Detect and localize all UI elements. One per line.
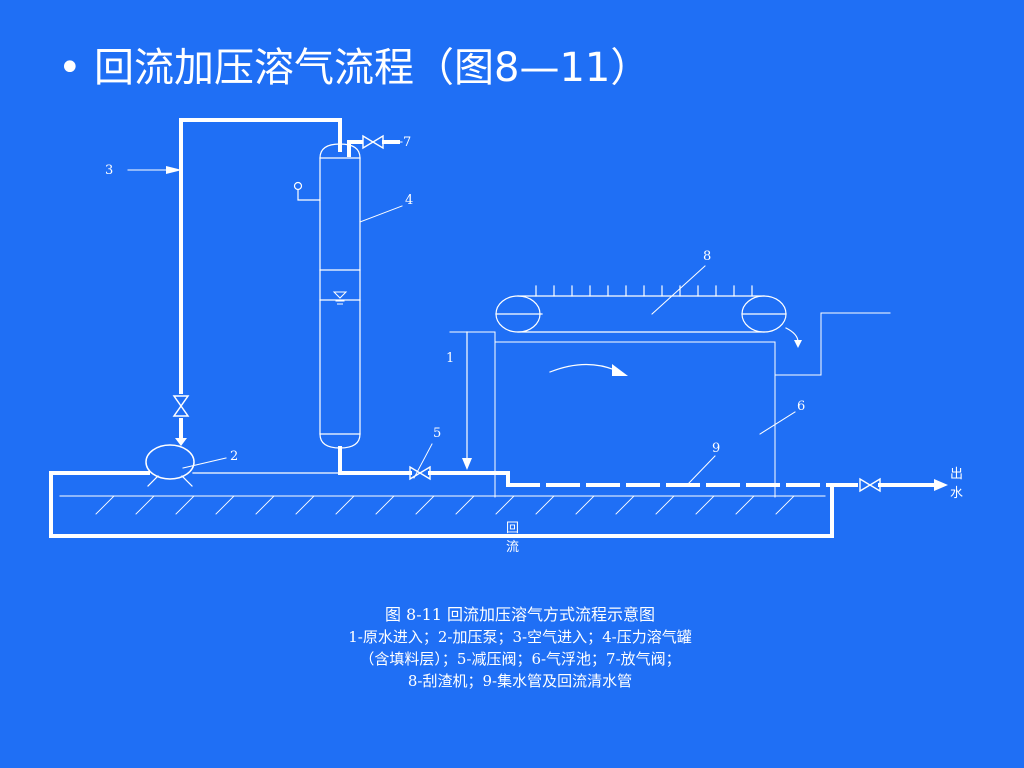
riser-pipe [179, 118, 342, 440]
scraper [495, 285, 802, 348]
outlet-label-2: 水 [950, 486, 963, 501]
collection-pipe [506, 477, 948, 493]
figure-caption: 图 8-11 回流加压溶气方式流程示意图 1-原水进入；2-加压泵；3-空气进入… [230, 604, 810, 692]
riser-valve [172, 395, 190, 417]
caption-title: 图 8-11 回流加压溶气方式流程示意图 [384, 605, 656, 624]
slide-title: • 回流加压溶气流程（图8—11） [58, 42, 650, 94]
recycle-label-1: 回 [506, 521, 519, 536]
recycle-label-2: 流 [506, 540, 519, 555]
slide-title-text: 回流加压溶气流程（图8—11） [94, 45, 651, 91]
callout-8: 8 [703, 249, 711, 264]
callout-5: 5 [433, 426, 441, 441]
tank-hatching [95, 495, 795, 515]
pressure-pump [145, 444, 195, 487]
bullet: • [58, 45, 82, 91]
raw-water-inlet [449, 331, 496, 470]
callout-9: 9 [712, 441, 720, 456]
flotation-tank [494, 312, 891, 498]
callout-labels: 1 2 3 4 5 6 7 8 9 [105, 135, 805, 464]
flow-labels: 出 水 回 流 [506, 467, 963, 555]
callout-6: 6 [797, 399, 805, 414]
recycle-tank [49, 471, 834, 538]
caption-line: 1-原水进入；2-加压泵；3-空气进入；4-压力溶气罐 [348, 628, 692, 646]
leader-lines [182, 141, 796, 485]
riser-valve-arrow [175, 438, 187, 446]
vent-pipe [347, 134, 400, 157]
flow-arrow [549, 363, 628, 376]
caption-line: 8-刮渣机；9-集水管及回流清水管 [407, 672, 633, 690]
air-inlet-arrow [127, 166, 182, 174]
caption-line: （含填料层）；5-减压阀；6-气浮池；7-放气阀； [359, 650, 681, 668]
callout-4: 4 [405, 193, 413, 208]
outlet-label-1: 出 [950, 467, 963, 482]
callout-1: 1 [446, 351, 454, 366]
callout-3: 3 [105, 163, 113, 178]
callout-2: 2 [230, 449, 238, 464]
pressure-tank [293, 143, 361, 449]
callout-7: 7 [403, 135, 411, 150]
outlet-pipe [338, 446, 510, 487]
